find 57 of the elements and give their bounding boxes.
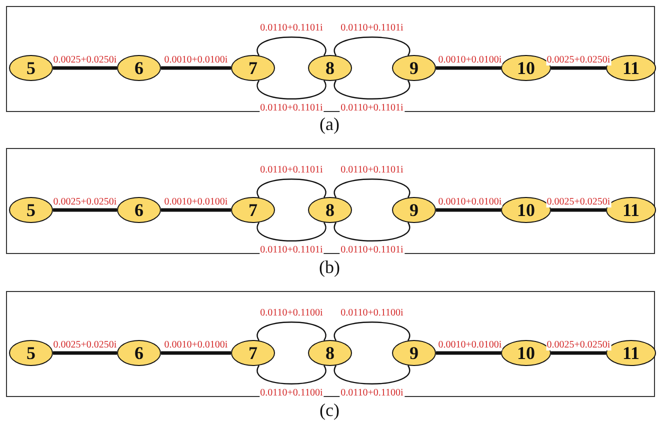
edge-label: 0.0110+0.1101i — [259, 164, 324, 176]
branch-line — [53, 66, 117, 70]
branch-line — [53, 208, 117, 212]
edge-label: 0.0010+0.0100i — [163, 54, 229, 66]
edge-label: 0.0110+0.1100i — [259, 388, 324, 398]
bus-node: 7 — [231, 55, 275, 81]
edge-label: 0.0010+0.0100i — [163, 196, 229, 208]
panel-caption: (a) — [318, 114, 340, 134]
edge-label: 0.0110+0.1101i — [259, 22, 324, 34]
bus-node: 8 — [308, 55, 352, 81]
branch-line — [551, 66, 606, 70]
panel-frame — [6, 148, 655, 254]
bus-node: 9 — [392, 340, 436, 366]
branch-line — [161, 351, 231, 355]
edge-label: 0.0025+0.0250i — [546, 54, 612, 66]
edge-label: 0.0110+0.1101i — [340, 164, 404, 176]
bus-node: 6 — [117, 197, 161, 223]
edge-label: 0.0025+0.0250i — [52, 196, 118, 208]
bus-node: 7 — [231, 197, 275, 223]
bus-node: 9 — [392, 55, 436, 81]
edge-label: 0.0025+0.0250i — [52, 340, 118, 350]
branch-line — [436, 351, 501, 355]
edge-label: 0.0010+0.0100i — [437, 196, 503, 208]
bus-node: 9 — [392, 197, 436, 223]
bus-node: 5 — [9, 55, 53, 81]
edge-label: 0.0110+0.1100i — [259, 308, 324, 318]
edge-label: 0.0110+0.1101i — [340, 102, 404, 114]
panel-frame — [6, 6, 655, 112]
branch-line — [551, 208, 606, 212]
bus-node: 8 — [308, 340, 352, 366]
bus-node: 8 — [308, 197, 352, 223]
branch-line — [161, 66, 231, 70]
panel-frame — [6, 291, 655, 397]
edge-label: 0.0110+0.1100i — [340, 388, 404, 398]
edge-label: 0.0025+0.0250i — [546, 196, 612, 208]
bus-node: 5 — [9, 197, 53, 223]
panel-caption: (b) — [318, 257, 341, 277]
branch-line — [436, 66, 501, 70]
bus-node: 6 — [117, 340, 161, 366]
edge-label: 0.0010+0.0100i — [163, 340, 229, 350]
edge-label: 0.0025+0.0250i — [546, 340, 612, 350]
branch-line — [436, 208, 501, 212]
edge-label: 0.0110+0.1101i — [259, 102, 324, 114]
panel-caption: (c) — [318, 400, 340, 420]
bus-node: 5 — [9, 340, 53, 366]
branch-line — [551, 351, 606, 355]
edge-label: 0.0110+0.1101i — [340, 244, 404, 256]
edge-label: 0.0110+0.1101i — [340, 22, 404, 34]
edge-label: 0.0110+0.1100i — [340, 308, 404, 318]
bus-node: 6 — [117, 55, 161, 81]
edge-label: 0.0110+0.1101i — [259, 244, 324, 256]
edge-label: 0.0010+0.0100i — [437, 54, 503, 66]
edge-label: 0.0025+0.0250i — [52, 54, 118, 66]
bus-node: 7 — [231, 340, 275, 366]
branch-line — [53, 351, 117, 355]
branch-line — [161, 208, 231, 212]
edge-label: 0.0010+0.0100i — [437, 340, 503, 350]
